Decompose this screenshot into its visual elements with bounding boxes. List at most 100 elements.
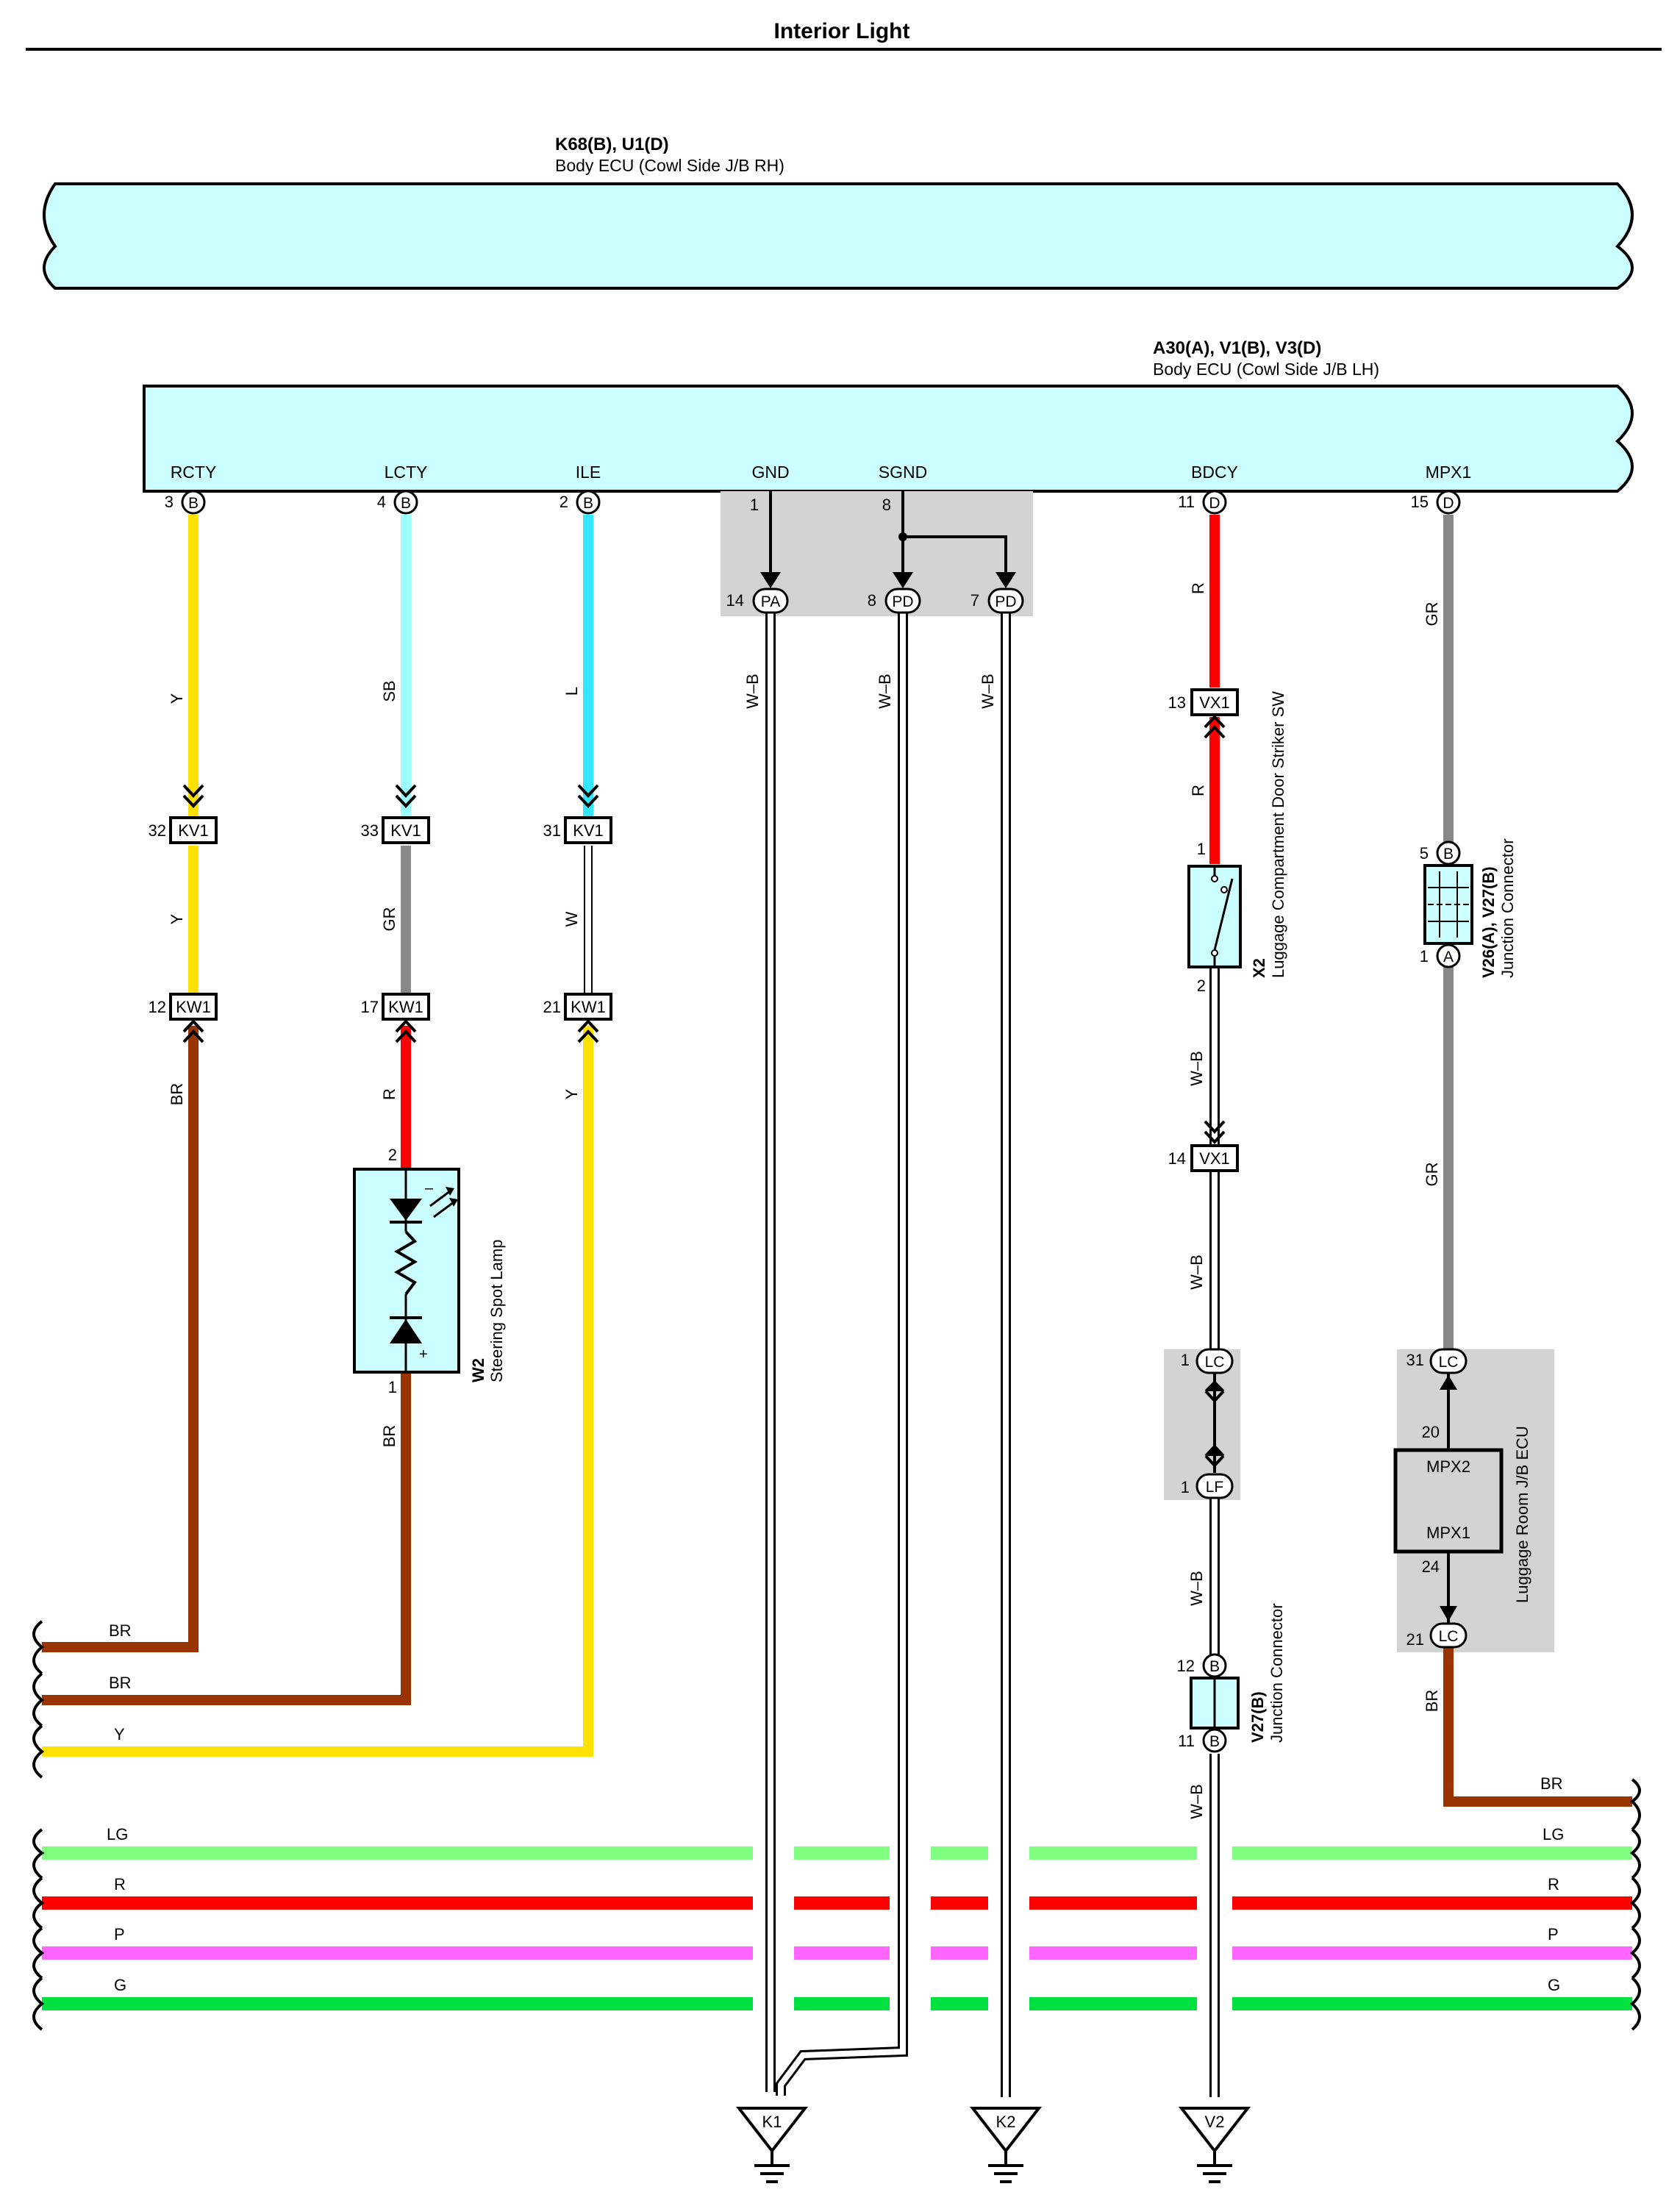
- wire-mpx-br: [1443, 1643, 1632, 1807]
- wirelabel-lcty-2: GR: [380, 907, 398, 932]
- svg-text:B: B: [188, 495, 199, 512]
- terminal-bdcy-label: BDCY: [1191, 463, 1238, 482]
- left-wire-label-3: Y: [114, 1725, 125, 1743]
- wire-ends-right: [1629, 1778, 1641, 2031]
- svg-text:KW1: KW1: [571, 998, 606, 1016]
- bus-label-lg-left: LG: [107, 1825, 128, 1843]
- svg-text:VX1: VX1: [1199, 1149, 1230, 1168]
- svg-text:D: D: [1443, 495, 1454, 512]
- svg-text:1: 1: [1420, 947, 1429, 965]
- svg-text:LF: LF: [1206, 1479, 1224, 1496]
- v27-name: Junction Connector: [1268, 1603, 1286, 1743]
- pin-rcty: 3 B: [165, 490, 206, 515]
- svg-text:K1: K1: [762, 2113, 782, 2131]
- svg-text:V2: V2: [1205, 2113, 1225, 2131]
- svg-text:31: 31: [543, 821, 561, 840]
- svg-text:B: B: [401, 495, 411, 512]
- arrow-heads-ground: [760, 572, 1016, 588]
- w2-name: Steering Spot Lamp: [487, 1240, 506, 1382]
- svg-text:+: +: [419, 1346, 428, 1363]
- wirelabel-bdcy-1: R: [1189, 582, 1207, 594]
- wirelabel-lcty-3: R: [380, 1088, 398, 1100]
- svg-text:KW1: KW1: [388, 998, 423, 1016]
- shade-lc-lf: [1164, 1349, 1240, 1500]
- svg-text:12: 12: [149, 998, 166, 1016]
- bus-label-g-left: G: [114, 1976, 126, 1994]
- bus-label-p-left: P: [114, 1925, 125, 1943]
- wire-ile-y: [42, 1026, 593, 1757]
- svg-text:D: D: [1209, 495, 1220, 512]
- terminal-sgnd-label: SGND: [879, 463, 927, 482]
- svg-text:2: 2: [560, 493, 568, 511]
- svg-text:PA: PA: [761, 593, 780, 610]
- svg-text:B: B: [1209, 1733, 1220, 1750]
- v27-code: V27(B): [1248, 1691, 1267, 1743]
- svg-text:LC: LC: [1439, 1628, 1459, 1645]
- wirelabel-ile-2: W: [562, 911, 581, 927]
- connector-kw1-12: KW1 12: [149, 993, 218, 1043]
- svg-text:KV1: KV1: [178, 821, 209, 840]
- connector-kv1-32: KV1 32: [149, 784, 218, 844]
- svg-text:K2: K2: [996, 2113, 1016, 2131]
- left-wire-label-1: BR: [109, 1621, 132, 1640]
- svg-text:A: A: [1443, 949, 1454, 965]
- wirelabel-bdcy-4: W–B: [1187, 1254, 1206, 1290]
- svg-text:3: 3: [165, 493, 174, 511]
- svg-text:14: 14: [1168, 1149, 1186, 1168]
- svg-text:KV1: KV1: [390, 821, 421, 840]
- wirelabel-bdcy-5: W–B: [1187, 1571, 1206, 1606]
- connector-pd-7: 7 PD: [971, 588, 1024, 614]
- svg-text:1: 1: [388, 1378, 397, 1396]
- bus-label-lg-right: LG: [1543, 1825, 1564, 1843]
- ground-k1: K1: [735, 2107, 809, 2183]
- ecu-rh-code: K68(B), U1(D): [555, 135, 669, 154]
- connector-kv1-33: KV1 33: [361, 784, 430, 844]
- component-x2: 1 2 X2 Luggage Compartment Door Striker …: [1187, 691, 1287, 995]
- wirelabel-sgnd: W–B: [876, 674, 894, 709]
- svg-text:24: 24: [1422, 1557, 1440, 1576]
- pin-gnd: 1: [750, 496, 759, 514]
- ecu-lh-name: Body ECU (Cowl Side J/B LH): [1153, 360, 1379, 379]
- wire-gnd-w-b: [753, 610, 794, 2092]
- wirelabel-mpx-1: GR: [1423, 602, 1441, 627]
- svg-text:21: 21: [1406, 1630, 1424, 1649]
- component-v26: B 5 A 1 V26(A), V27(B) Junction Connecto…: [1420, 838, 1517, 978]
- v26-code: V26(A), V27(B): [1479, 866, 1498, 978]
- wirelabel-rcty-2: Y: [168, 913, 186, 924]
- svg-text:MPX1: MPX1: [1426, 1524, 1470, 1542]
- connector-vx1-14: VX1 14: [1168, 1120, 1239, 1172]
- w2-code: W2: [469, 1358, 487, 1382]
- connector-lf-1: 1 LF: [1181, 1473, 1234, 1499]
- pin-bdcy: 11 D: [1178, 490, 1227, 515]
- svg-text:2: 2: [1197, 977, 1206, 995]
- connector-kw1-21: KW1 21: [543, 993, 612, 1043]
- terminal-ile-label: ILE: [576, 463, 601, 482]
- wirelabel-mpx-2: GR: [1423, 1163, 1441, 1187]
- svg-text:PD: PD: [892, 593, 913, 610]
- terminal-rcty-label: RCTY: [171, 463, 217, 482]
- svg-text:33: 33: [361, 821, 379, 840]
- component-w2: 2 – + 1 W2 Steering Spot Lamp: [353, 1146, 506, 1396]
- svg-text:PD: PD: [995, 593, 1016, 610]
- svg-text:1: 1: [1197, 840, 1206, 858]
- pin-lcty: 4 B: [377, 490, 418, 515]
- wire-sgnd-w-b: [776, 610, 931, 2096]
- luggage-ecu-name: Luggage Room J/B ECU: [1513, 1426, 1531, 1603]
- wire-lcty-br: [42, 1374, 411, 1705]
- svg-text:–: –: [425, 1180, 434, 1196]
- wirelabel-rcty-1: Y: [168, 693, 186, 704]
- wirelabel-rcty-3: BR: [168, 1083, 186, 1106]
- ecu-lh-code: A30(A), V1(B), V3(D): [1153, 338, 1321, 358]
- v26-name: Junction Connector: [1498, 838, 1517, 978]
- svg-text:11: 11: [1178, 493, 1195, 511]
- svg-text:11: 11: [1178, 1732, 1195, 1750]
- bus-label-r-right: R: [1548, 1875, 1559, 1893]
- component-luggage-ecu: 31 LC 20 MPX2 MPX1 24 21 LC Luggage Room…: [1393, 1348, 1531, 1649]
- terminal-mpx1-label: MPX1: [1426, 463, 1472, 482]
- svg-text:14: 14: [726, 591, 744, 610]
- connector-pd-8: 8 PD: [868, 588, 921, 614]
- component-v27: B 12 B 11 V27(B) Junction Connector: [1177, 1603, 1286, 1753]
- ground-k2: K2: [969, 2107, 1043, 2183]
- svg-text:15: 15: [1411, 493, 1429, 511]
- svg-text:KV1: KV1: [573, 821, 604, 840]
